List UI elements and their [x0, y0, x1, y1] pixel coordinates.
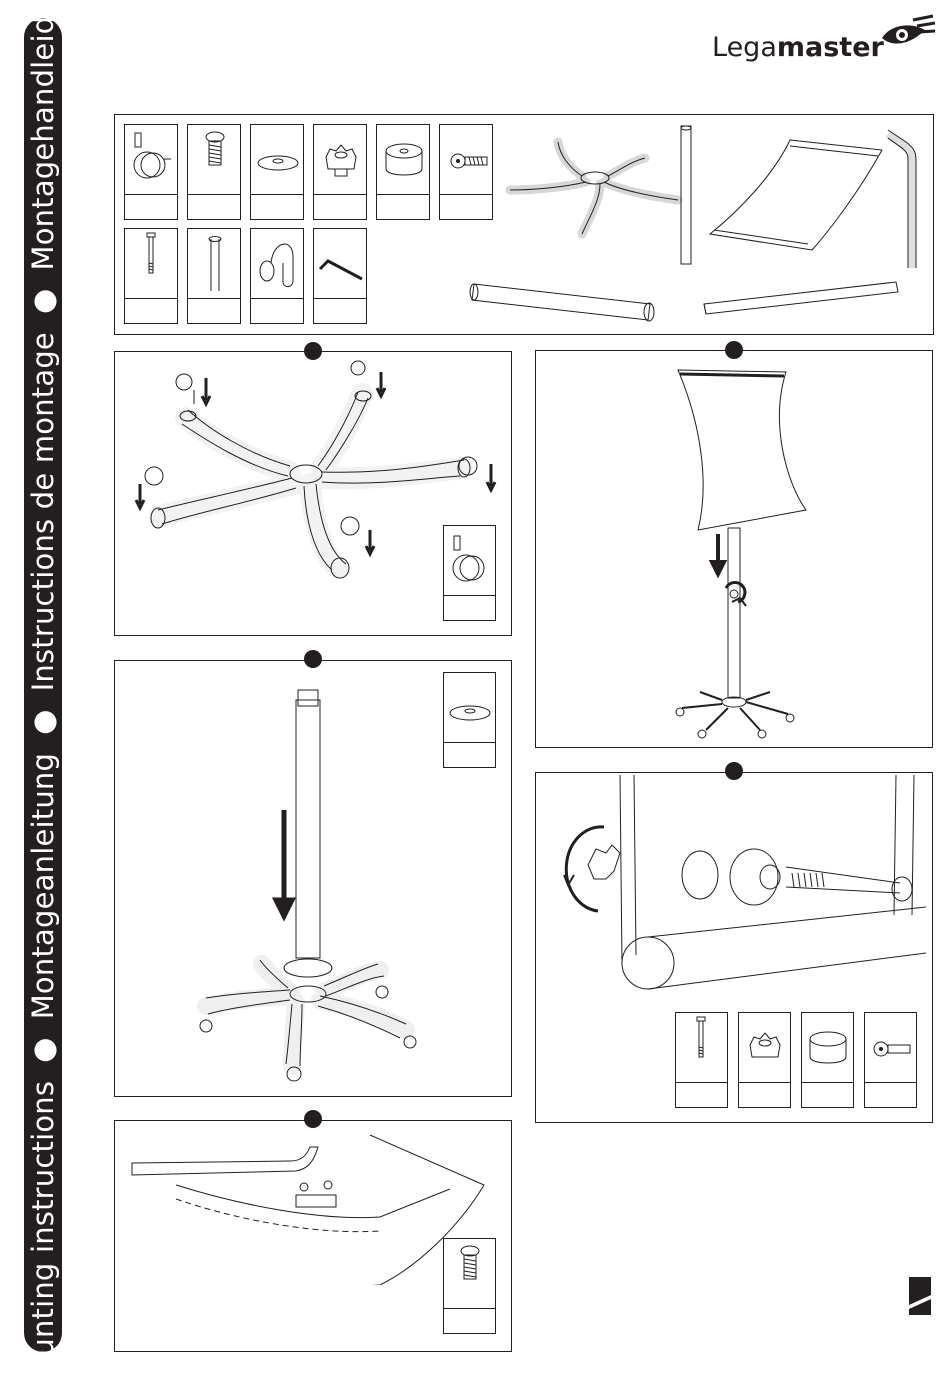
base-star-icon	[500, 130, 700, 250]
part-cell-hex-key	[313, 228, 367, 324]
step-5-part-cell-star-knob	[738, 1012, 791, 1108]
part-cell-long-bolt	[124, 228, 178, 324]
hex-key-icon	[314, 229, 368, 301]
spacer-icon	[802, 1013, 855, 1085]
step-5-part-cell-eye-bolt	[864, 1012, 917, 1108]
hook-icon	[251, 229, 305, 301]
title-german: Montageanleitung	[26, 753, 60, 1019]
long-bolt-icon	[125, 229, 179, 301]
title-french: Instructions de montage	[26, 332, 60, 691]
step-2-marker	[304, 650, 322, 668]
part-cell-washer	[250, 124, 304, 220]
step-2-part-cell	[443, 672, 496, 768]
eye-logo-icon	[877, 14, 937, 56]
long-bolt-icon	[676, 1013, 729, 1085]
bolt-icon	[444, 1239, 497, 1311]
eye-bolt-icon	[865, 1013, 918, 1085]
tray-detail-drawing	[540, 775, 930, 1005]
star-knob-icon	[314, 125, 368, 197]
step-5-part-cell-long-bolt	[675, 1012, 728, 1108]
castor-wheel-icon	[444, 526, 497, 598]
base-with-castors-drawing	[118, 356, 498, 626]
star-knob-icon	[739, 1013, 792, 1085]
washer-icon	[251, 125, 305, 197]
step-1-part-cell	[443, 525, 496, 621]
title-dutch: Montagehandleiding	[26, 0, 60, 271]
step-3-part-cell	[443, 1238, 496, 1334]
part-cell-eye-bolt	[439, 124, 493, 220]
logo-text-light: Lega	[712, 32, 777, 63]
tube-icon	[464, 276, 664, 326]
part-cell-pin	[187, 228, 241, 324]
spacer-icon	[377, 125, 431, 197]
bullet-separator: ●	[26, 709, 60, 735]
arm-icon	[876, 120, 926, 275]
step-5-part-cell-spacer	[801, 1012, 854, 1108]
sidebar-titles: Mounting instructions ● Montageanleitung ● I…	[26, 0, 60, 1400]
part-cell-star-knob	[313, 124, 367, 220]
part-cell-spacer	[376, 124, 430, 220]
assembled-stand-drawing	[560, 362, 910, 742]
castor-wheel-icon	[125, 125, 179, 197]
pole-insert-drawing	[180, 680, 440, 1090]
bullet-separator: ●	[26, 289, 60, 315]
step-4-marker	[725, 341, 743, 359]
pole-icon	[674, 120, 698, 270]
logo-text-bold: master	[777, 32, 884, 63]
part-cell-hook	[250, 228, 304, 324]
title-english: Mounting instructions	[26, 1081, 60, 1400]
bullet-separator: ●	[26, 1037, 60, 1063]
part-cell-castor	[124, 124, 178, 220]
crossbar-icon	[700, 276, 910, 322]
page-tab-graphic	[909, 1277, 931, 1315]
pin-icon	[188, 229, 242, 301]
eye-bolt-icon	[440, 125, 494, 197]
washer-icon	[444, 673, 497, 745]
legamaster-logo: Legamaster	[712, 14, 937, 74]
board-icon	[700, 130, 900, 255]
part-cell-bolt	[187, 124, 241, 220]
bolt-icon	[188, 125, 242, 197]
